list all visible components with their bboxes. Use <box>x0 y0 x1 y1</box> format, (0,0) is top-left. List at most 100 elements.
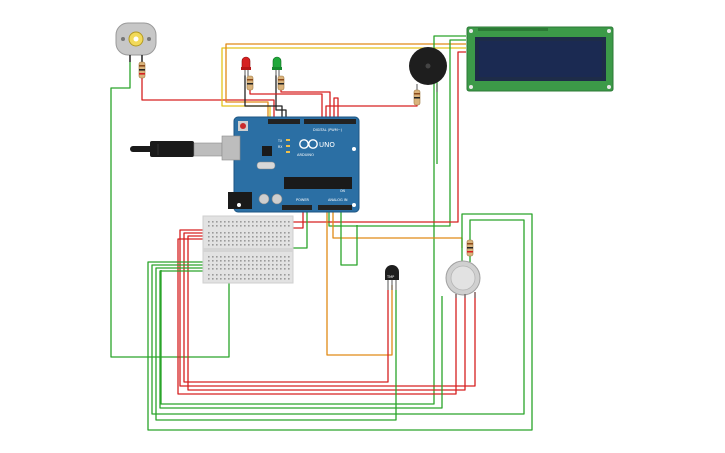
breadboard-hole <box>244 232 246 234</box>
arduino-uno[interactable]: UNO ARDUINO DIGITAL (PWM~) POWER ANALOG … <box>221 116 360 213</box>
breadboard-hole <box>216 236 218 238</box>
wire-buzzer-red[interactable] <box>325 105 418 118</box>
breadboard-hole <box>248 244 250 246</box>
breadboard-hole <box>264 236 266 238</box>
wire-lcd-yellow[interactable] <box>221 47 466 118</box>
breadboard[interactable] <box>202 215 294 284</box>
wire-lcd-orange[interactable] <box>225 43 466 118</box>
wire-motor-green[interactable] <box>110 62 230 358</box>
breadboard-hole <box>252 225 254 227</box>
wire-led-green-black[interactable] <box>275 75 287 118</box>
wires <box>110 35 533 431</box>
breadboard-hole <box>216 244 218 246</box>
breadboard-hole <box>248 268 250 270</box>
motor-resistor[interactable] <box>138 61 146 79</box>
breadboard-hole <box>212 274 214 276</box>
breadboard-hole <box>244 225 246 227</box>
breadboard-hole <box>256 232 258 234</box>
wire-rail-green-1[interactable] <box>147 213 533 431</box>
breadboard-hole <box>284 278 286 280</box>
breadboard-hole <box>276 278 278 280</box>
wire-analog-green[interactable] <box>340 212 358 266</box>
breadboard-hole <box>212 240 214 242</box>
breadboard-hole <box>248 256 250 258</box>
wire-rail-green-3[interactable] <box>155 267 397 421</box>
breadboard-hole <box>284 240 286 242</box>
breadboard-hole <box>208 236 210 238</box>
breadboard-hole <box>268 225 270 227</box>
breadboard-hole <box>236 278 238 280</box>
wire-rail-red-2[interactable] <box>183 232 389 383</box>
breadboard-hole <box>284 236 286 238</box>
breadboard-hole <box>244 274 246 276</box>
wire-lcd-green-1[interactable] <box>328 39 466 227</box>
breadboard-hole <box>288 244 290 246</box>
breadboard-hole <box>224 274 226 276</box>
wire-rail-red-1[interactable] <box>179 229 476 387</box>
gas-sensor[interactable] <box>445 260 481 298</box>
breadboard-hole <box>228 225 230 227</box>
breadboard-hole <box>256 240 258 242</box>
breadboard-hole <box>240 240 242 242</box>
wire-temp-orange[interactable] <box>332 212 463 248</box>
breadboard-hole <box>232 236 234 238</box>
breadboard-hole <box>248 274 250 276</box>
breadboard-hole <box>232 232 234 234</box>
breadboard-hole <box>236 244 238 246</box>
breadboard-hole <box>288 274 290 276</box>
wire-lcd-red[interactable] <box>231 51 466 223</box>
breadboard-hole <box>288 240 290 242</box>
breadboard-hole <box>272 221 274 223</box>
breadboard-hole <box>244 264 246 266</box>
breadboard-hole <box>236 221 238 223</box>
breadboard-hole <box>288 256 290 258</box>
breadboard-hole <box>244 236 246 238</box>
breadboard-hole <box>276 221 278 223</box>
breadboard-hole <box>216 268 218 270</box>
breadboard-hole <box>256 244 258 246</box>
green-led[interactable] <box>272 56 282 78</box>
wire-buzzer-red-2[interactable] <box>333 97 339 118</box>
lcd-16x2[interactable] <box>466 26 614 92</box>
breadboard-hole <box>264 274 266 276</box>
wire-rail-green-4[interactable] <box>159 270 443 409</box>
breadboard-hole <box>252 260 254 262</box>
usb-cable[interactable] <box>130 141 223 157</box>
breadboard-hole <box>220 244 222 246</box>
breadboard-hole <box>256 278 258 280</box>
wire-lcd-green-2[interactable] <box>160 35 466 405</box>
gas-sensor-resistor[interactable] <box>466 239 474 257</box>
wire-led-red-signal[interactable] <box>249 88 323 118</box>
breadboard-hole <box>288 260 290 262</box>
breadboard-hole <box>268 268 270 270</box>
breadboard-hole <box>264 244 266 246</box>
breadboard-hole <box>252 268 254 270</box>
wire-rail-red-4[interactable] <box>177 238 457 395</box>
breadboard-hole <box>244 240 246 242</box>
breadboard-hole <box>260 221 262 223</box>
green-led-resistor[interactable] <box>277 75 285 91</box>
red-led-resistor[interactable] <box>246 75 254 91</box>
breadboard-hole <box>248 221 250 223</box>
breadboard-hole <box>240 274 242 276</box>
wire-led-red-black[interactable] <box>244 75 283 118</box>
wire-temp-orange-2[interactable] <box>326 212 393 356</box>
buzzer-resistor[interactable] <box>413 89 421 106</box>
breadboard-hole <box>216 232 218 234</box>
wire-rail-green-2[interactable] <box>151 219 525 415</box>
breadboard-hole <box>272 268 274 270</box>
breadboard-hole <box>276 240 278 242</box>
wire-motor-red[interactable] <box>141 78 275 118</box>
breadboard-hole <box>236 256 238 258</box>
dc-motor[interactable] <box>115 22 157 62</box>
breadboard-hole <box>272 244 274 246</box>
piezo-buzzer[interactable] <box>409 47 447 92</box>
breadboard-hole <box>248 232 250 234</box>
red-led[interactable] <box>241 56 251 78</box>
breadboard-hole <box>220 260 222 262</box>
temperature-sensor[interactable]: TMP <box>385 265 399 290</box>
wire-rail-red-3[interactable] <box>187 235 466 391</box>
breadboard-hole <box>216 264 218 266</box>
breadboard-hole <box>268 274 270 276</box>
breadboard-hole <box>260 256 262 258</box>
